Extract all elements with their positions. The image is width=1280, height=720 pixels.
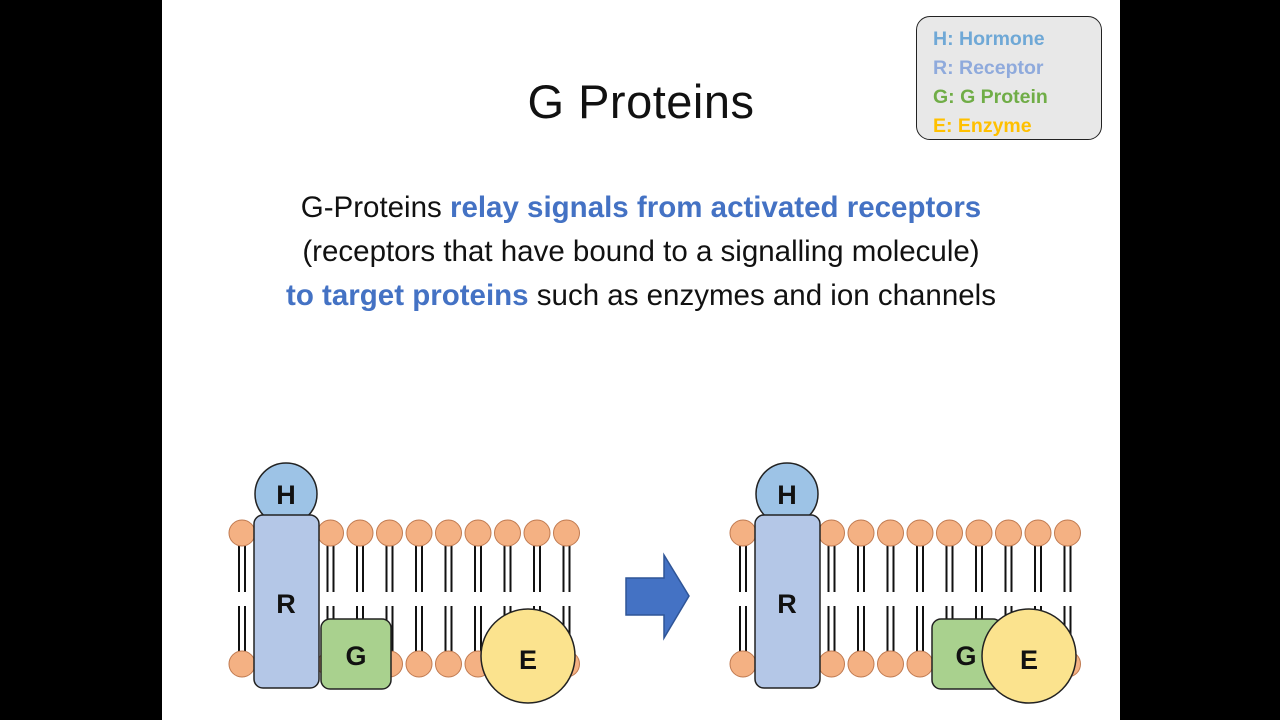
body-line-3: to target proteins such as enzymes and i… bbox=[162, 274, 1120, 318]
signaling-diagram: H R G E H R G E bbox=[228, 462, 1081, 704]
lipid-head bbox=[1054, 519, 1081, 547]
lipid-head bbox=[818, 650, 845, 678]
lipid-head bbox=[877, 519, 904, 547]
lipid-head bbox=[228, 519, 256, 547]
lipid-head bbox=[228, 650, 256, 678]
receptor-label-left: R bbox=[276, 589, 296, 619]
lipid-head bbox=[729, 650, 757, 678]
receptor-shape-right bbox=[754, 514, 821, 689]
lipid-head bbox=[906, 519, 934, 547]
lipid-head bbox=[818, 519, 845, 547]
slide-title: G Proteins bbox=[527, 75, 755, 128]
lipid-head bbox=[494, 519, 521, 547]
hormone-label-left: H bbox=[276, 480, 296, 510]
lipid-head bbox=[847, 650, 875, 678]
enzyme-shape-left bbox=[480, 608, 576, 704]
lipid-head bbox=[847, 519, 875, 547]
enzyme-right: E bbox=[981, 608, 1077, 704]
slide: G Proteins H: Hormone R: Receptor G: G P… bbox=[162, 0, 1120, 720]
legend-box: H: Hormone R: Receptor G: G Protein E: E… bbox=[916, 16, 1102, 140]
lipid-head bbox=[435, 650, 462, 678]
transition-arrow-icon bbox=[625, 552, 690, 641]
enzyme-shape-right bbox=[981, 608, 1077, 704]
lipid-head bbox=[376, 519, 403, 547]
body-line-3-plain: such as enzymes and ion channels bbox=[528, 279, 996, 312]
legend-item-gprotein: G: G Protein bbox=[933, 86, 1048, 108]
gprotein-label-left: G bbox=[345, 641, 366, 671]
body-line-1: G-Proteins relay signals from activated … bbox=[162, 186, 1120, 230]
enzyme-left: E bbox=[480, 608, 576, 704]
lipid-head bbox=[405, 519, 433, 547]
lipid-head bbox=[906, 650, 934, 678]
lipid-head bbox=[965, 519, 993, 547]
hormone-label-right: H bbox=[777, 480, 797, 510]
receptor-shape-left bbox=[253, 514, 320, 689]
lipid-head bbox=[464, 519, 492, 547]
lipid-head bbox=[317, 519, 344, 547]
lipid-head bbox=[523, 519, 551, 547]
lipid-head bbox=[729, 519, 757, 547]
receptor-complex-left: H R bbox=[253, 462, 320, 689]
body-line-1-plain: G-Proteins bbox=[300, 191, 450, 224]
lipid-head bbox=[405, 650, 433, 678]
lipid-head bbox=[346, 519, 374, 547]
receptor-label-right: R bbox=[777, 589, 797, 619]
body-line-1-highlight: relay signals from activated receptors bbox=[449, 191, 982, 224]
lipid-head bbox=[553, 519, 580, 547]
body-text: G-Proteins relay signals from activated … bbox=[162, 186, 1120, 318]
enzyme-label-left: E bbox=[519, 645, 537, 675]
gprotein-shape-left bbox=[320, 618, 392, 690]
body-line-2: (receptors that have bound to a signalli… bbox=[302, 235, 980, 268]
body-line-3-highlight: to target proteins bbox=[286, 279, 529, 312]
legend-item-hormone: H: Hormone bbox=[933, 28, 1045, 50]
enzyme-label-right: E bbox=[1020, 645, 1038, 675]
lipid-head bbox=[877, 650, 904, 678]
lipid-head bbox=[1024, 519, 1052, 547]
legend-item-enzyme: E: Enzyme bbox=[933, 115, 1032, 137]
lipid-head bbox=[435, 519, 462, 547]
legend-item-receptor: R: Receptor bbox=[933, 57, 1044, 79]
gprotein-left: G bbox=[320, 618, 392, 690]
receptor-complex-right: H R bbox=[754, 462, 821, 689]
gprotein-label-right: G bbox=[955, 641, 976, 671]
lipid-head bbox=[936, 519, 963, 547]
lipid-head bbox=[995, 519, 1022, 547]
